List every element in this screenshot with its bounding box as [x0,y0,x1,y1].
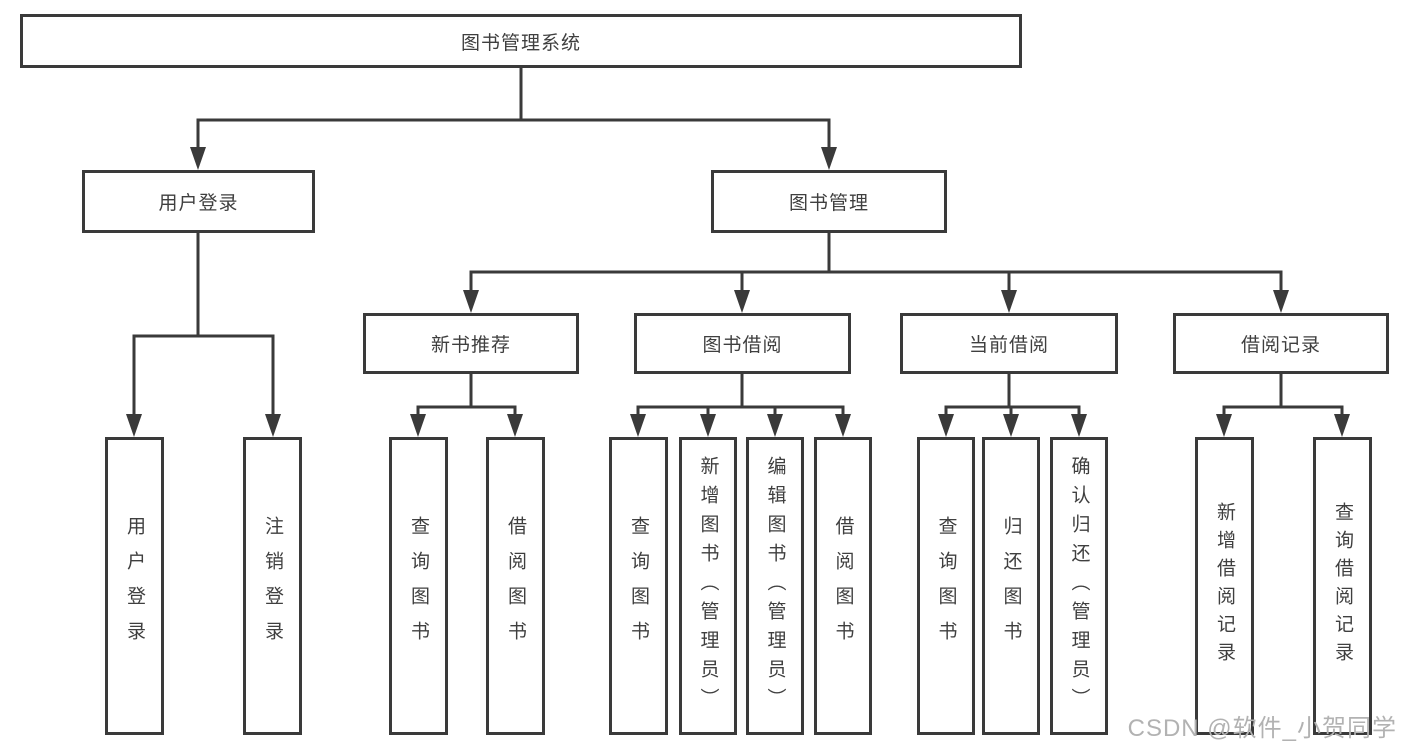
node-book-borrowing: 图书借阅 [634,313,851,374]
leaf-add-borrow-record: 新增借阅记录 [1195,437,1254,735]
leaf-query-books-recommend: 查询图书 [389,437,448,735]
leaf-label: 查询图书 [935,516,957,656]
node-user-login: 用户登录 [82,170,315,233]
leaf-label: 查询图书 [408,516,429,656]
leaf-user-login: 用户登录 [105,437,164,735]
node-book-management: 图书管理 [711,170,947,233]
leaf-label: 新增借阅记录 [1214,502,1235,670]
node-label: 借阅记录 [1240,335,1321,356]
arrowhead-icons [126,147,1350,437]
leaf-label: 查询借阅记录 [1332,502,1353,670]
leaf-label: 注销登录 [262,516,283,656]
node-label: 当前借阅 [968,335,1049,356]
node-current-borrowing: 当前借阅 [900,313,1118,374]
leaf-confirm-return-admin: 确认归还（管理员） [1050,437,1108,735]
node-label: 图书借阅 [702,335,783,356]
leaf-label: 确认归还（管理员） [1068,455,1090,717]
node-label: 图书管理 [788,193,869,214]
leaf-label: 借阅图书 [832,516,854,656]
node-label: 图书管理系统 [460,32,581,54]
leaf-label: 用户登录 [124,516,145,656]
node-borrowing-records: 借阅记录 [1173,313,1389,374]
leaf-label: 归还图书 [1000,516,1022,656]
node-new-book-recommend: 新书推荐 [363,313,579,374]
leaf-query-borrow-record: 查询借阅记录 [1313,437,1372,735]
node-label: 用户登录 [158,193,239,214]
leaf-label: 编辑图书（管理员） [764,455,786,717]
node-label: 新书推荐 [430,335,511,356]
leaf-borrow-books-recommend: 借阅图书 [486,437,545,735]
leaf-query-books-current: 查询图书 [917,437,975,735]
leaf-label: 查询图书 [628,516,649,656]
leaf-return-books: 归还图书 [982,437,1040,735]
leaf-logout: 注销登录 [243,437,302,735]
leaf-label: 借阅图书 [505,516,526,656]
node-library-system: 图书管理系统 [20,14,1022,68]
leaf-query-books-borrow: 查询图书 [609,437,668,735]
leaf-add-book-admin: 新增图书（管理员） [679,437,737,735]
watermark: CSDN @软件_小贺同学 [1127,715,1397,742]
leaf-borrow-books-borrow: 借阅图书 [814,437,872,735]
leaf-label: 新增图书（管理员） [697,455,719,717]
leaf-edit-book-admin: 编辑图书（管理员） [746,437,804,735]
